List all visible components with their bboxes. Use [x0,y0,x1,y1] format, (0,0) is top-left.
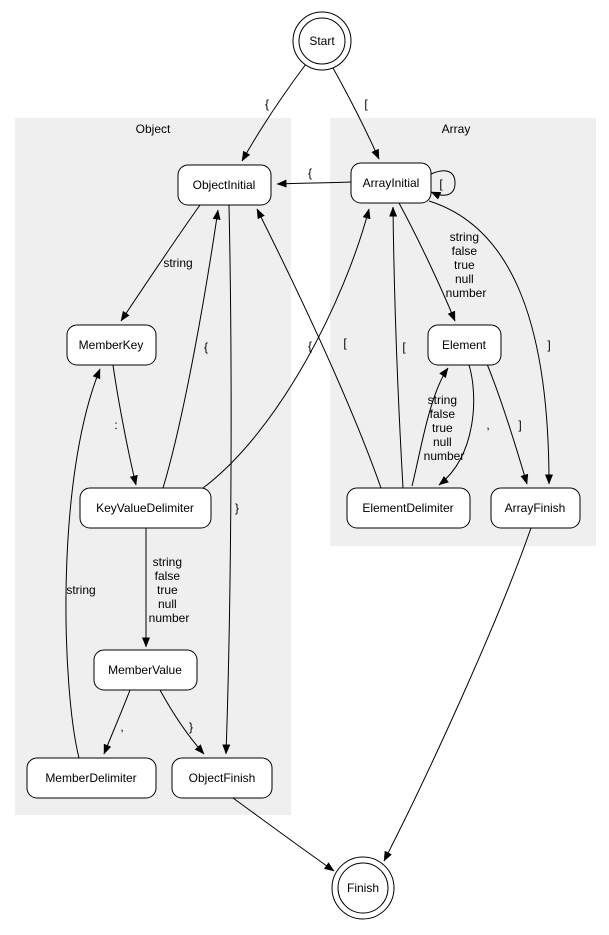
edge-membervalue-to-objectfinish [159,689,205,755]
start-inner-circle [298,17,346,65]
edge-objectinitial-to-memberkey [120,204,201,322]
edge-label-close-bracket: ] [547,338,550,352]
arrayfinish-label: ArrayFinish [505,501,566,515]
edge-label-open-brace: { [204,340,208,354]
edge-objectinitial-to-objectfinish [222,204,232,755]
edge-label-open-bracket: [ [364,97,368,111]
object-cluster: Object [15,118,291,815]
edge-label-close-bracket: ] [518,418,521,432]
node-memberkey: MemberKey [66,324,157,366]
edge-label-string: string [66,583,95,597]
elementdelimiter-label: ElementDelimiter [362,501,453,515]
memberdelimiter-label: MemberDelimiter [45,771,136,785]
edge-label-value-tokens: string false true null number [424,393,465,463]
array-cluster-label: Array [442,122,471,136]
edge-label-value-tokens: string false true null number [446,230,487,300]
element-label: Element [442,338,487,352]
object-cluster-box [15,118,291,815]
edge-keyvaluedelimiter-to-arrayinitial [202,208,371,489]
edge-elementdelimiter-to-arrayinitial [389,206,404,489]
node-membervalue: MemberValue [93,649,198,691]
edge-element-to-elementdelimiter [438,364,475,486]
edge-label-open-brace: { [265,97,269,111]
element-box [427,324,502,366]
node-finish: Finish [331,856,395,920]
edge-label-string: string [163,256,192,270]
node-keyvaluedelimiter: KeyValueDelimiter [79,487,212,529]
edge-label-open-bracket: [ [402,340,406,354]
objectfinish-label: ObjectFinish [189,771,256,785]
object-cluster-label: Object [136,122,171,136]
edge-keyvaluedelimiter-to-objectinitial [162,209,221,489]
elementdelimiter-box [346,487,471,529]
memberkey-box [66,324,157,366]
node-start: Start [292,11,352,71]
edge-element-to-arrayfinish [486,363,529,485]
finish-label: Finish [347,881,379,895]
keyvaluedelimiter-box [79,487,212,529]
edge-label-comma: , [120,720,123,734]
edge-label-colon: : [114,418,117,432]
edge-label-open-brace: { [308,339,312,353]
objectfinish-box [171,757,273,799]
arrayfinish-box [490,487,581,529]
edge-arrayinitial-to-element [398,202,456,322]
node-elementdelimiter: ElementDelimiter [346,487,471,529]
arrayinitial-box [350,162,432,204]
membervalue-label: MemberValue [108,663,182,677]
arrayinitial-label: ArrayInitial [363,176,420,190]
memberkey-label: MemberKey [79,338,144,352]
edge-start-to-arrayinitial [332,67,380,160]
edge-arrayinitial-to-arrayfinish [428,200,553,485]
edge-label-open-brace: { [308,166,312,180]
edge-memberkey-to-keyvaluedelimiter [112,364,138,486]
edge-objectfinish-to-finish [232,797,335,872]
edge-label-value-tokens: string false true null number [149,555,190,625]
edge-arrayinitial-to-objectinitial [276,179,352,188]
node-objectinitial: ObjectInitial [177,164,272,206]
finish-inner-circle [337,862,389,914]
objectinitial-box [177,164,272,206]
edge-label-close-brace: } [235,501,239,515]
keyvaluedelimiter-label: KeyValueDelimiter [96,501,194,515]
edge-label-close-brace: } [189,720,193,734]
edge-label-comma: , [486,418,489,432]
edge-memberdelimiter-to-memberkey [65,368,101,759]
node-objectfinish: ObjectFinish [171,757,273,799]
edge-label-open-bracket: [ [439,177,443,191]
edge-start-to-objectinitial [241,63,307,162]
node-element: Element [427,324,502,366]
memberdelimiter-box [26,757,157,799]
node-arrayfinish: ArrayFinish [490,487,581,529]
edge-arrayinitial-self-loop [430,170,456,200]
edge-elementdelimiter-to-objectinitial [256,208,382,489]
edge-arrayfinish-to-finish [383,527,532,862]
start-label: Start [309,34,335,48]
membervalue-box [93,649,198,691]
edge-membervalue-to-memberdelimiter [103,689,131,755]
node-memberdelimiter: MemberDelimiter [26,757,157,799]
node-arrayinitial: ArrayInitial [350,162,432,204]
objectinitial-label: ObjectInitial [193,178,256,192]
edge-elementdelimiter-to-element [411,367,449,487]
edge-label-open-bracket: [ [343,336,347,350]
